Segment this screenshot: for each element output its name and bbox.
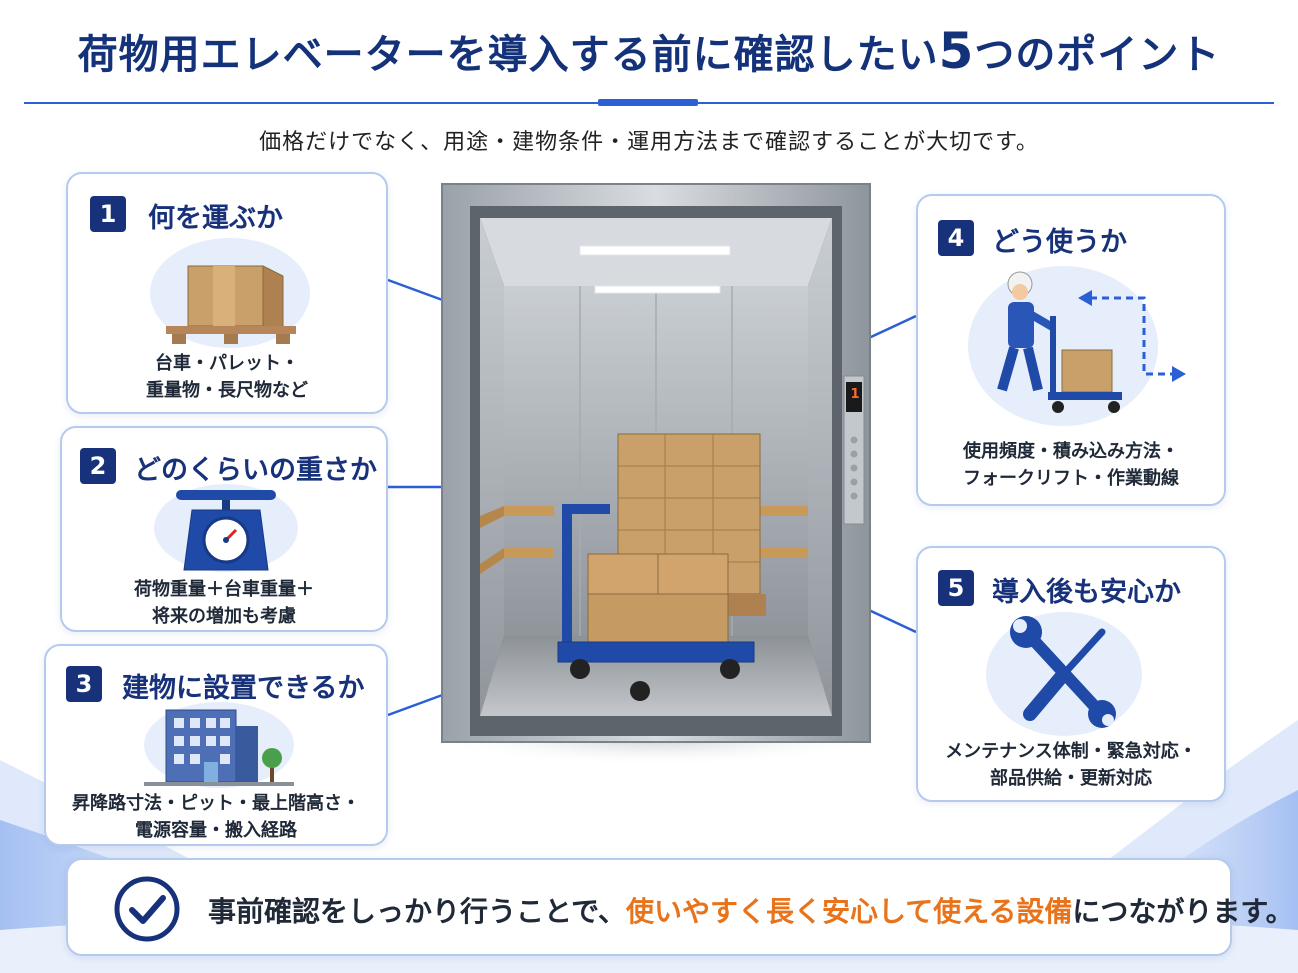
point-number: 5 [938, 570, 974, 606]
worker-cart-icon [997, 271, 1186, 413]
point-heading: 導入後も安心か [992, 577, 1181, 608]
elevator-illustration [430, 183, 880, 766]
point-card-2: 2 どのくらいの重さか 荷物重量＋台車重量＋将来の増加も考慮 [60, 426, 388, 632]
floor-indicator: 1 [850, 387, 860, 402]
check-circle-icon [114, 876, 180, 942]
summary-banner: 事前確認をしっかり行うことで、使いやすく長く安心して使える設備につながります。 [66, 858, 1294, 956]
point-number: 4 [938, 220, 974, 256]
point-card-1: 1 何を運ぶか 台車・パレット・重量物・長尺物など [66, 172, 388, 414]
pallet-box-icon [166, 265, 296, 344]
point-number: 3 [66, 666, 102, 702]
point-card-3: 3 建物に設置できるか 昇降路寸法・ピット・最上階高さ・電源容量・搬入経路 [44, 644, 388, 846]
tools-icon [1010, 616, 1116, 728]
building-icon [144, 709, 294, 786]
point-heading: 何を運ぶか [148, 203, 283, 234]
page-title: 荷物用エレベーターを導入する前に確認したい5つのポイント [77, 22, 1221, 80]
point-card-5: 5 導入後も安心か メンテナンス体制・緊急対応・部品供給・更新対応 [916, 546, 1226, 802]
point-description: 荷物重量＋台車重量＋将来の増加も考慮 [134, 579, 314, 627]
summary-message: 事前確認をしっかり行うことで、使いやすく長く安心して使える設備につながります。 [208, 895, 1294, 928]
point-heading: どう使うか [992, 227, 1127, 258]
subtitle: 価格だけでなく、用途・建物条件・運用方法まで確認することが大切です。 [259, 130, 1039, 155]
summary-highlight: 使いやすく長く安心して使える設備 [626, 895, 1073, 928]
point-description: 台車・パレット・重量物・長尺物など [146, 353, 308, 401]
point-description: 昇降路寸法・ピット・最上階高さ・電源容量・搬入経路 [72, 793, 360, 841]
point-card-4: 4 どう使うか 使用頻度・積み込み方法・フォークリフト・作業動線 [916, 194, 1226, 506]
point-description: メンテナンス体制・緊急対応・部品供給・更新対応 [945, 741, 1197, 789]
point-number: 1 [90, 196, 126, 232]
point-heading: 建物に設置できるか [122, 673, 365, 704]
scale-icon [176, 490, 276, 571]
point-number: 2 [80, 448, 116, 484]
title-underline-accent [598, 99, 698, 106]
point-heading: どのくらいの重さか [134, 455, 377, 486]
point-description: 使用頻度・積み込み方法・フォークリフト・作業動線 [963, 441, 1179, 489]
